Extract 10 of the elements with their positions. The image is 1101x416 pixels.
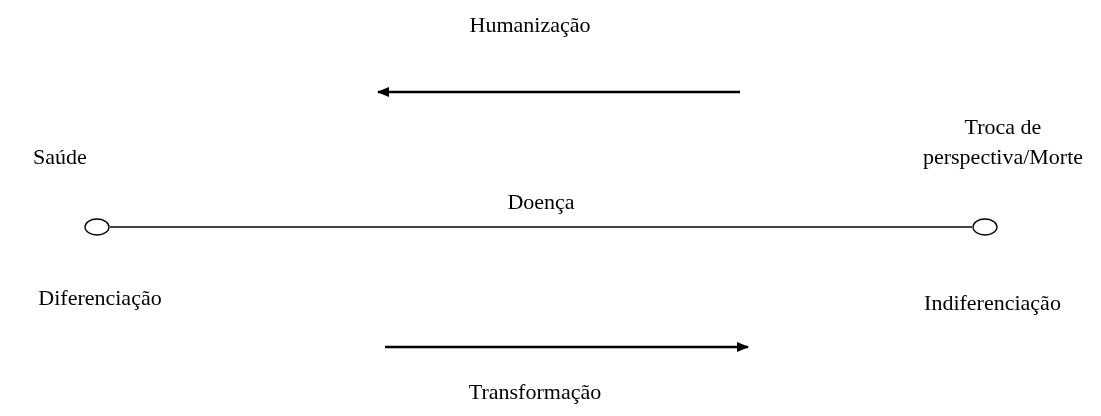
pole-caption: Saúde xyxy=(32,143,88,171)
endpoint-circle xyxy=(972,218,998,236)
pole-caption: Troca de perspectiva/Morte xyxy=(921,113,1085,171)
connecting-line xyxy=(109,226,973,228)
direction-label: Humanização xyxy=(468,11,592,39)
direction-label: Transformação xyxy=(467,378,603,406)
endpoint-circle xyxy=(84,218,110,236)
edge-label: Doença xyxy=(506,188,576,216)
pole-caption: Diferenciação xyxy=(37,284,163,312)
pole-caption: Indiferenciação xyxy=(923,289,1062,317)
